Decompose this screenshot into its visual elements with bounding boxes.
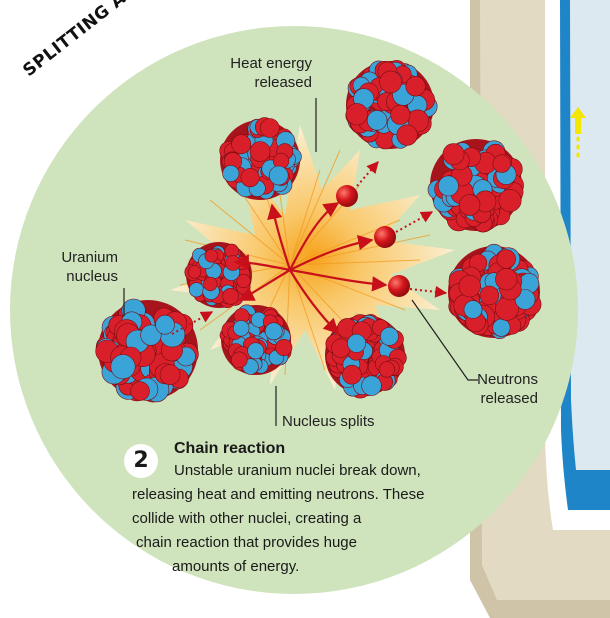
caption-line-5: amounts of energy. bbox=[172, 557, 299, 576]
caption-line-1: Unstable uranium nuclei break down, bbox=[174, 461, 421, 480]
label-heat-energy: Heat energy released bbox=[186, 54, 312, 92]
label-neutrons-line1: Neutrons bbox=[470, 370, 538, 389]
step-heading: Chain reaction bbox=[174, 440, 285, 458]
label-heat-line2: released bbox=[186, 73, 312, 92]
label-uranium-nucleus: Uranium nucleus bbox=[30, 248, 118, 286]
neutron bbox=[388, 275, 410, 297]
caption-line-4: chain reaction that provides huge bbox=[136, 533, 357, 552]
caption-line-2: releasing heat and emitting neutrons. Th… bbox=[132, 485, 424, 504]
caption-line-3: collide with other nuclei, creating a bbox=[132, 509, 361, 528]
label-neutrons-released: Neutrons released bbox=[470, 370, 538, 408]
label-uranium-line1: Uranium bbox=[30, 248, 118, 267]
label-uranium-line2: nucleus bbox=[30, 267, 118, 286]
neutron bbox=[374, 226, 396, 248]
label-neutrons-line2: released bbox=[470, 389, 538, 408]
neutron bbox=[336, 185, 358, 207]
label-nucleus-splits: Nucleus splits bbox=[282, 412, 375, 431]
label-heat-line1: Heat energy bbox=[186, 54, 312, 73]
step-number-badge: 2 bbox=[124, 444, 158, 478]
